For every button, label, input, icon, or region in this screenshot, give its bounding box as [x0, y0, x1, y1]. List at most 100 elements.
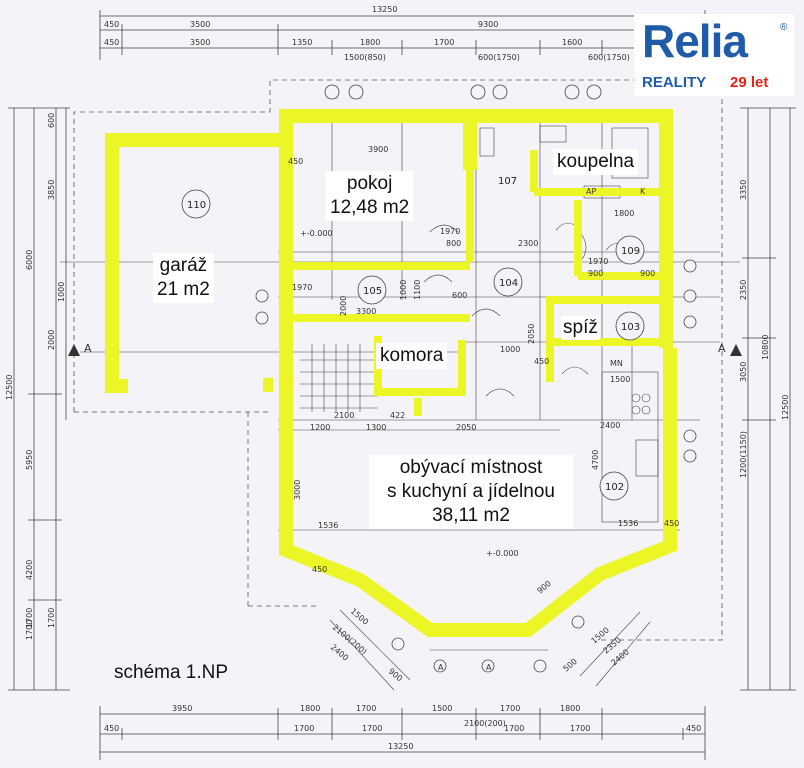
dim-top-sub-b: 600(1750): [478, 53, 520, 62]
dim-left-inner-d: 1000: [57, 282, 66, 302]
room-number-103: 103: [621, 322, 640, 333]
overhang-outline: [73, 79, 723, 641]
level-mark-2: +-0.000: [486, 549, 519, 558]
room-number-110: 110: [187, 200, 206, 211]
obyvaci-line2: s kuchyní a jídelnou: [387, 481, 555, 502]
side-dimension-lines: [8, 107, 796, 691]
section-mark-a1: A: [84, 342, 92, 355]
section-mark-a2: A: [718, 342, 726, 355]
k-label: K: [640, 187, 646, 196]
mn-label: MN: [610, 359, 623, 368]
dim-bot-r1-c: 1700: [356, 704, 376, 713]
schema-label: schéma 1.NP: [114, 662, 229, 683]
logo-brand: Relia: [642, 15, 748, 67]
dim-int-1000: 1000: [500, 345, 520, 354]
koupelna-name: koupelna: [557, 151, 635, 172]
logo-years: 29 let: [730, 74, 769, 91]
dim-left-inner-a: 600: [47, 113, 56, 128]
dim-int-600: 600: [452, 291, 467, 300]
room-number-102: 102: [605, 482, 624, 493]
relia-logo: Relia ® REALITY 29 let: [634, 14, 794, 96]
dim-bot-r1-d: 1500: [432, 704, 452, 713]
room-number-104: 104: [499, 278, 518, 289]
dim-bot-r1-f: 1800: [560, 704, 580, 713]
dim-bot-r1-b: 1800: [300, 704, 320, 713]
walls: [105, 109, 677, 637]
dim-int-1500: 1500: [610, 375, 630, 384]
pokoj-name: pokoj: [346, 173, 393, 194]
dim-int-2100: 2100: [334, 411, 354, 420]
dim-left-inner-f: 1700: [25, 608, 34, 628]
dim-int-3000: 3000: [293, 480, 302, 500]
ap-label: AP: [586, 187, 596, 196]
dim-bot-sub: 2100(200): [464, 719, 506, 728]
top-dimension-lines: [99, 10, 706, 60]
dim-int-1970: 1970: [440, 227, 460, 236]
dim-int-422: 422: [390, 411, 405, 420]
dim-int-2000: 2000: [339, 296, 348, 316]
room-number-107: 107: [498, 176, 517, 187]
dim-right-inner-e: 4700: [591, 450, 600, 470]
dim-left-inner-c: 6000: [25, 250, 34, 270]
section-mark-a4: A: [486, 663, 492, 672]
dim-int-900: 900: [640, 269, 655, 278]
room-label-pokoj: pokoj 12,48 m2: [326, 171, 414, 221]
dim-bot-r1-e: 1700: [500, 704, 520, 713]
section-arrow-right: [730, 344, 742, 356]
dim-int-1536a: 1536: [318, 521, 338, 530]
dim-int-1300: 1300: [366, 423, 386, 432]
dim-int-1970b: 1970: [292, 283, 312, 292]
dim-bot-total: 13250: [388, 742, 413, 751]
room-label-komora: komora: [376, 343, 448, 369]
dim-top-sub-c: 600(1750): [588, 53, 630, 62]
room-label-obyvaci: obývací místnost s kuchyní a jídelnou 38…: [369, 455, 573, 529]
garaz-name: garáž: [159, 255, 208, 276]
dim-top-r2-a: 450: [104, 38, 119, 47]
dim-int-450b: 450: [534, 357, 549, 366]
pokoj-area: 12,48 m2: [330, 197, 410, 218]
dim-int-1800: 1800: [614, 209, 634, 218]
dim-top-r1-a: 450: [104, 20, 119, 29]
dim-int-2050: 2050: [527, 324, 536, 344]
dim-left-outer-b: 5950: [25, 450, 34, 470]
dim-left-inner-e: 2000: [47, 330, 56, 350]
dim-left-outer-a: 12500: [5, 375, 14, 400]
dim-top-r2-f: 1600: [562, 38, 582, 47]
logo-reality: REALITY: [642, 74, 707, 91]
room-label-garaz: garáž 21 m2: [153, 253, 214, 303]
dim-right-outer-a: 10800: [761, 335, 770, 360]
obyvaci-line1: obývací místnost: [399, 457, 543, 478]
dim-int-450d: 450: [312, 565, 327, 574]
grid-markers: [255, 84, 697, 673]
room-number-105: 105: [363, 286, 382, 297]
dim-left-outer-c: 4200: [25, 560, 34, 580]
dim-top-r2-b: 3500: [190, 38, 210, 47]
dim-bot-r2-a: 450: [104, 724, 119, 733]
dim-top-r2-d: 1800: [360, 38, 380, 47]
garaz-area: 21 m2: [157, 279, 210, 300]
dim-bot-r2-f: 450: [686, 724, 701, 733]
dim-left-outer-d: 1700: [25, 620, 34, 640]
dim-int-2050b: 2050: [456, 423, 476, 432]
dim-bot-r2-b: 1700: [294, 724, 314, 733]
dim-top-r2-e: 1700: [434, 38, 454, 47]
dim-int-2400: 2400: [600, 421, 620, 430]
dim-int-1536b: 1536: [618, 519, 638, 528]
dim-int-1100: 1100: [413, 280, 422, 300]
dim-top-sub-a: 1500(850): [344, 53, 386, 62]
dim-int-3900: 3900: [368, 145, 388, 154]
room-label-koupelna: koupelna: [553, 149, 639, 175]
logo-registered: ®: [780, 22, 788, 33]
dim-right-inner-b: 2350: [739, 280, 748, 300]
komora-name: komora: [380, 345, 444, 366]
room-number-109: 109: [621, 246, 640, 257]
room-number-circles: [181, 189, 645, 501]
dim-int-900b: 900: [588, 269, 603, 278]
dim-int-450c: 450: [664, 519, 679, 528]
dim-bot-r2-d: 1700: [504, 724, 524, 733]
dim-bot-r1-a: 3950: [172, 704, 192, 713]
dim-right-inner-d: 1200(1150): [739, 431, 748, 478]
dim-top-r2-c: 1350: [292, 38, 312, 47]
level-mark-1: +-0.000: [300, 229, 333, 238]
